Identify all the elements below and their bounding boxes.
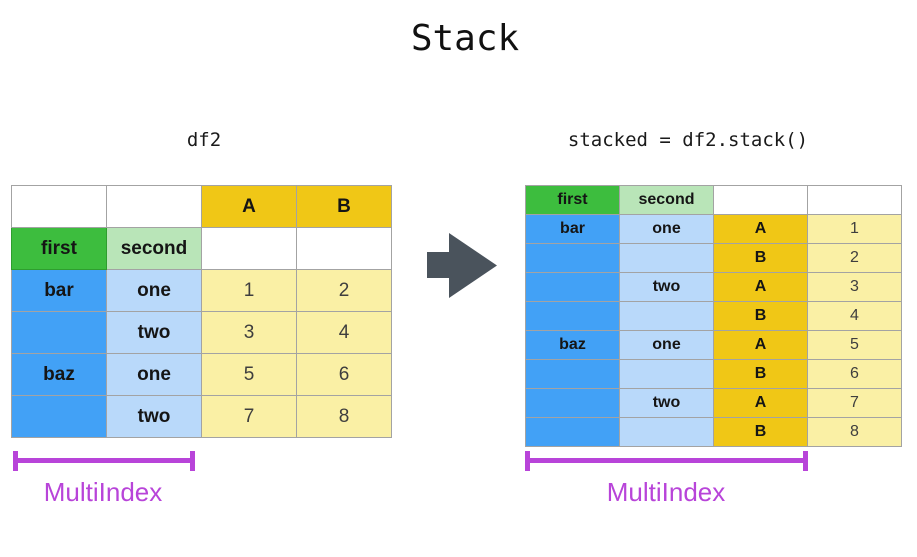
table-row: two A 3 [525,272,902,302]
df2-table: A B first second bar one 1 2 two 3 4 baz… [11,185,392,438]
index-cell-first [525,272,620,302]
value-cell: 4 [807,301,902,331]
value-cell: 6 [807,359,902,389]
index-cell-second: one [106,269,202,312]
index-cell-first [11,311,107,354]
index-cell-first [525,243,620,273]
index-cell-second: two [619,388,714,418]
stacked-level-cell: A [713,330,808,360]
right-arrow-icon [427,233,497,298]
right-multiindex-label: MultiIndex [606,477,726,507]
index-cell-first: baz [11,353,107,396]
table-row: two 3 4 [11,311,392,354]
value-cell: 6 [296,353,392,396]
table-row: B 6 [525,359,902,389]
index-cell-second: one [106,353,202,396]
value-cell: 8 [296,395,392,438]
empty-cell [201,227,297,270]
index-header-first: first [11,227,107,270]
right-multiindex-bracket [525,450,808,471]
index-header-second: second [106,227,202,270]
index-cell-second [619,301,714,331]
stacked-level-cell: B [713,301,808,331]
left-multiindex-bracket [13,450,195,471]
value-cell: 8 [807,417,902,447]
index-cell-second [619,417,714,447]
value-cell: 3 [807,272,902,302]
value-cell: 2 [296,269,392,312]
table-row: bar one A 1 [525,214,902,244]
table-row: bar one 1 2 [11,269,392,312]
index-cell-second [619,243,714,273]
table-row: baz one A 5 [525,330,902,360]
index-cell-first [525,359,620,389]
index-cell-first [525,388,620,418]
stacked-level-cell: A [713,388,808,418]
stacked-level-cell: A [713,214,808,244]
empty-cell [713,185,808,215]
value-cell: 2 [807,243,902,273]
stacked-table: first second bar one A 1 B 2 two A 3 B [525,185,902,447]
table-row: baz one 5 6 [11,353,392,396]
right-table-label: stacked = df2.stack() [567,129,809,151]
table-row: A B [11,185,392,228]
index-cell-first [525,417,620,447]
column-header-b: B [296,185,392,228]
index-header-second: second [619,185,714,215]
index-cell-first [525,301,620,331]
stacked-level-cell: B [713,243,808,273]
table-row: B 8 [525,417,902,447]
index-cell-second: two [106,311,202,354]
empty-cell [807,185,902,215]
index-cell-second [619,359,714,389]
index-cell-first: bar [11,269,107,312]
table-row: two 7 8 [11,395,392,438]
value-cell: 1 [201,269,297,312]
value-cell: 1 [807,214,902,244]
index-cell-first: bar [525,214,620,244]
empty-cell [296,227,392,270]
value-cell: 5 [201,353,297,396]
index-cell-second: one [619,214,714,244]
table-row: first second [11,227,392,270]
index-cell-second: two [619,272,714,302]
index-cell-first [11,395,107,438]
stacked-level-cell: B [713,417,808,447]
empty-cell [11,185,107,228]
empty-cell [106,185,202,228]
table-row: B 2 [525,243,902,273]
stacked-level-cell: B [713,359,808,389]
left-table-label: df2 [186,129,222,151]
value-cell: 7 [807,388,902,418]
value-cell: 5 [807,330,902,360]
table-row: first second [525,185,902,215]
page-title: Stack [410,18,520,59]
value-cell: 7 [201,395,297,438]
table-row: two A 7 [525,388,902,418]
index-cell-second: one [619,330,714,360]
table-row: B 4 [525,301,902,331]
index-header-first: first [525,185,620,215]
value-cell: 4 [296,311,392,354]
index-cell-second: two [106,395,202,438]
index-cell-first: baz [525,330,620,360]
value-cell: 3 [201,311,297,354]
stacked-level-cell: A [713,272,808,302]
left-multiindex-label: MultiIndex [43,477,163,507]
column-header-a: A [201,185,297,228]
